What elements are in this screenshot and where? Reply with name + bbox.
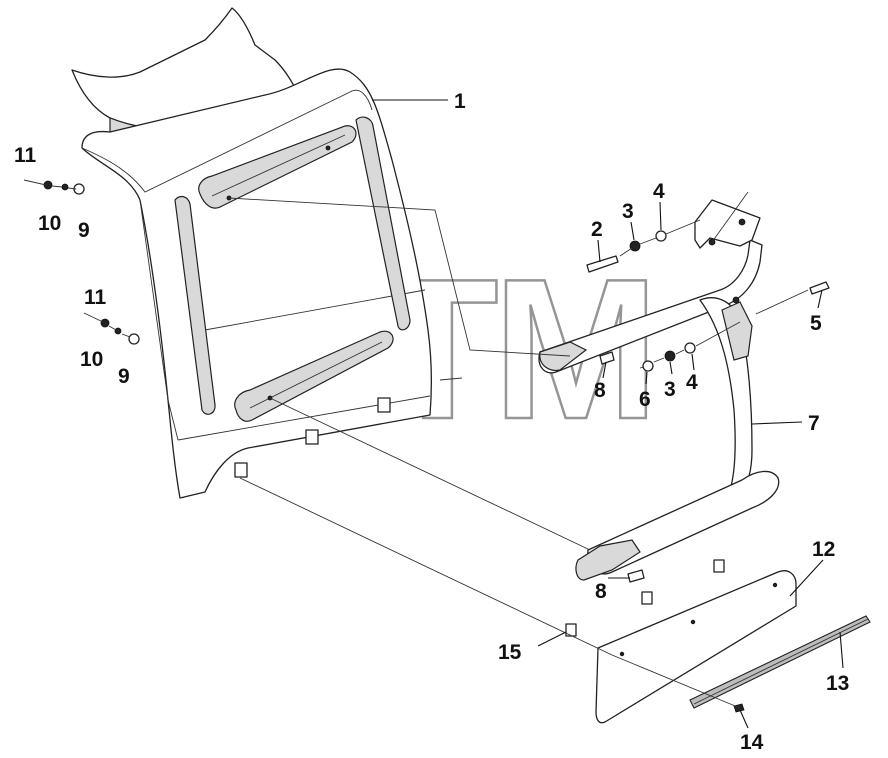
washer-4-upper <box>655 230 667 242</box>
assembly-line <box>439 377 463 381</box>
mudguard-right-slot <box>355 116 411 331</box>
nut-11-lower <box>100 318 110 328</box>
assembly-line <box>619 219 701 257</box>
bracket-post-plate <box>721 301 753 361</box>
callout-4-lower: 4 <box>686 371 698 394</box>
flap-hole <box>619 651 625 657</box>
callout-11-lower: 11 <box>84 286 107 309</box>
clip-15 <box>565 623 577 637</box>
nut-3-lower <box>664 350 676 362</box>
callout-5: 5 <box>810 312 822 335</box>
callout-9-lower: 9 <box>118 365 130 388</box>
mudguard-upper-slot-inner <box>211 134 346 197</box>
mudguard-tab <box>234 462 248 478</box>
nut-3-upper <box>629 240 641 252</box>
leader-15 <box>537 631 567 647</box>
assembly-line <box>711 191 749 243</box>
washer-10-upper <box>61 183 69 191</box>
part-1-mudguard <box>71 7 432 499</box>
mudguard-tab <box>305 429 319 445</box>
assembly-line <box>239 477 741 709</box>
part-13-clamp-strip <box>689 615 871 709</box>
assembly-line <box>23 179 77 190</box>
mudguard-left-edge <box>139 199 179 441</box>
leader-14 <box>739 709 749 729</box>
callout-9-upper: 9 <box>78 219 90 242</box>
mudguard-upper-edge <box>81 89 373 193</box>
assembly-line <box>83 312 131 338</box>
part-7-bracket <box>538 199 780 581</box>
part-12-rubber-flap <box>595 570 797 724</box>
mudguard-tab <box>377 397 391 413</box>
callout-6: 6 <box>639 388 651 411</box>
hardware <box>43 180 830 713</box>
washer-9-lower <box>128 333 140 345</box>
flap-hole <box>690 619 696 625</box>
bolt-2 <box>586 255 619 273</box>
callout-7: 7 <box>808 412 820 435</box>
callout-4-upper: 4 <box>653 180 665 203</box>
leader-2 <box>597 239 601 263</box>
callout-12: 12 <box>812 538 835 561</box>
callout-1: 1 <box>454 90 466 113</box>
callout-11-upper: 11 <box>14 144 37 167</box>
callout-14: 14 <box>740 731 764 754</box>
callout-3-upper: 3 <box>622 200 634 223</box>
leader-4-upper <box>659 201 662 231</box>
flap-hole <box>772 582 778 588</box>
callout-leaders <box>372 99 844 729</box>
callout-8-lower: 8 <box>595 580 607 603</box>
callout-8-upper: 8 <box>594 379 606 402</box>
callout-labels: 1 2 3 4 5 6 3 4 7 8 8 9 9 10 10 11 11 12… <box>14 90 849 754</box>
mudguard-mid-line <box>204 289 426 331</box>
assembly-line <box>228 197 571 357</box>
leader-5 <box>817 289 823 309</box>
callout-15: 15 <box>498 641 522 664</box>
bracket-bolt-hole <box>738 218 746 226</box>
bolt-8-lower <box>627 569 645 583</box>
clamp-strip-edge <box>693 618 869 705</box>
callout-10-upper: 10 <box>38 212 61 235</box>
bracket-lower-end <box>575 539 641 581</box>
bracket-bolt-hole <box>732 296 740 304</box>
assembly-line <box>639 289 809 369</box>
clip <box>713 559 725 573</box>
callout-3-lower: 3 <box>664 378 676 401</box>
callout-2: 2 <box>591 218 603 241</box>
bracket-clamp <box>694 199 761 249</box>
leader-3-upper <box>630 221 635 241</box>
clip <box>641 591 653 605</box>
mudguard-left-slot <box>174 195 216 415</box>
nut-6 <box>642 360 654 372</box>
washer-4-lower <box>684 342 696 354</box>
mudguard-panel <box>81 68 432 499</box>
mudguard-hole <box>325 145 331 151</box>
leader-8-upper <box>602 361 607 379</box>
leader-13 <box>839 631 844 669</box>
assembly-lines <box>23 179 809 709</box>
rubber-flap <box>595 570 797 724</box>
leader-12 <box>789 559 824 597</box>
leader-6 <box>645 371 648 385</box>
bracket-upper-end <box>539 341 588 371</box>
assembly-line <box>269 397 591 551</box>
bolt-8-upper <box>599 351 615 365</box>
leader-7 <box>751 421 803 425</box>
bracket-upper-arm <box>538 239 763 374</box>
washer-10-lower <box>114 327 122 335</box>
leader-3-lower <box>669 361 673 375</box>
leader-4-lower <box>691 353 695 371</box>
callout-13: 13 <box>826 672 849 695</box>
callout-10-lower: 10 <box>80 348 103 371</box>
bolt-5 <box>809 281 830 295</box>
mudguard-upper-slot <box>198 125 357 209</box>
